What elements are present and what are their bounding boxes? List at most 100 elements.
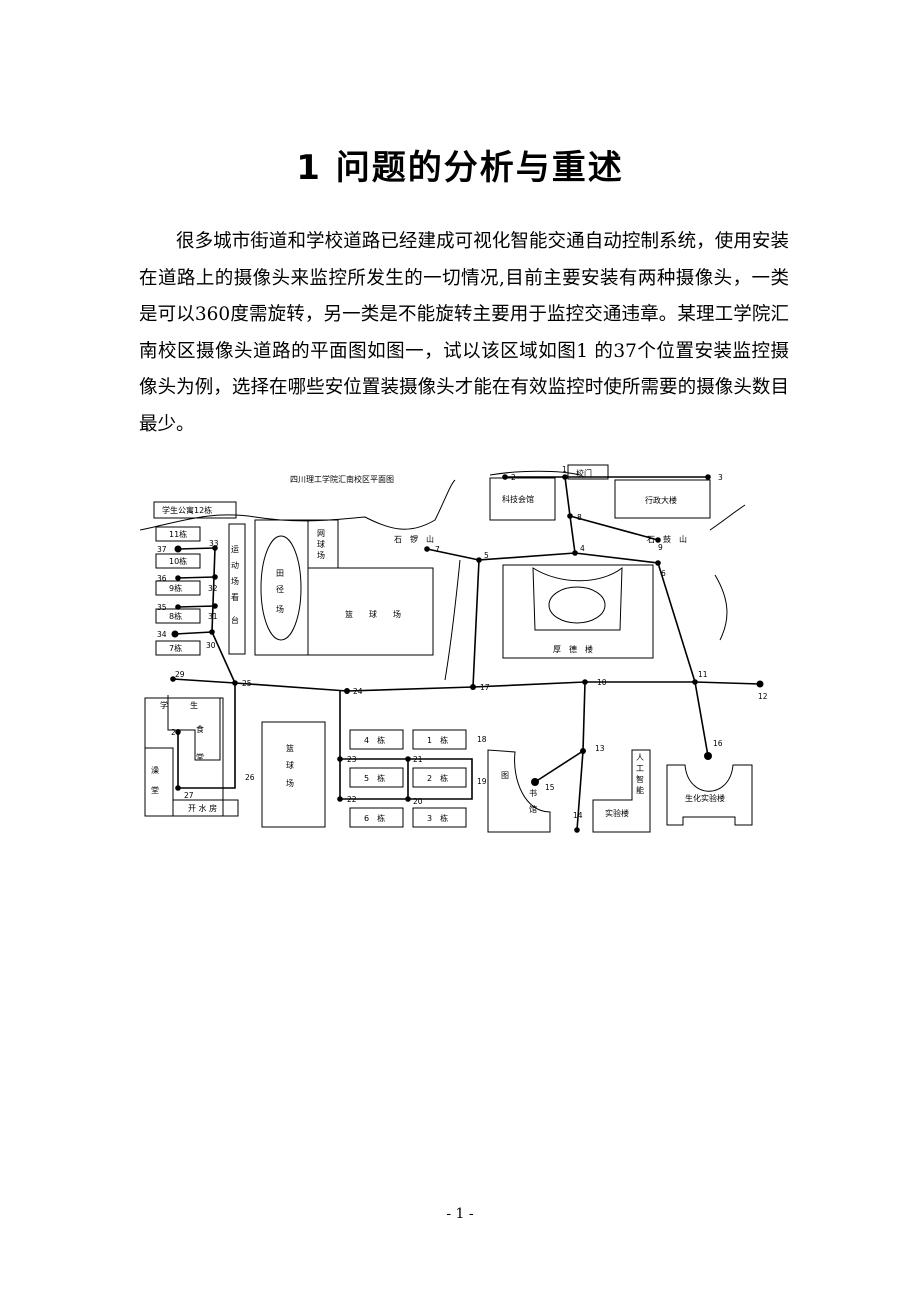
node-11-label: 11 <box>698 670 708 679</box>
node-33-label: 33 <box>209 539 219 548</box>
library-shape <box>487 749 551 833</box>
node-30-dot <box>209 629 215 635</box>
node-10-dot <box>582 679 588 685</box>
node-2-label: 2 <box>511 473 516 482</box>
node-9-dot <box>655 537 661 543</box>
node-26-label: 26 <box>245 773 255 782</box>
node-4-label: 4 <box>580 544 585 553</box>
node-14-label: 14 <box>573 811 583 820</box>
label-d9: 9栋 <box>169 583 182 593</box>
node-7-label: 7 <box>435 545 440 554</box>
node-31-label: 31 <box>208 612 218 621</box>
node-24-dot <box>344 688 350 694</box>
label-stand-0: 运 <box>231 545 239 554</box>
node-34-dot <box>171 630 179 638</box>
node-16-dot <box>704 752 712 760</box>
label-water: 开 水 房 <box>188 803 217 813</box>
node-34-label: 34 <box>157 630 167 639</box>
label-ai-1: 工 <box>636 764 644 773</box>
water-box <box>172 799 239 817</box>
node-17-label: 17 <box>480 683 490 692</box>
node-23-dot <box>337 756 343 762</box>
boundary-curve <box>709 504 746 531</box>
label-ai-2: 智 <box>636 774 644 784</box>
label-ai-3: 能 <box>636 785 644 795</box>
label-canteen-0: 学 <box>160 700 168 710</box>
label-lab: 实验楼 <box>605 808 629 818</box>
page-number: - 1 - <box>446 1206 474 1222</box>
label-canteen-3: 堂 <box>196 752 204 762</box>
label-b6: 6 栋 <box>364 813 385 823</box>
node-37-dot <box>174 545 182 553</box>
node-29-dot <box>170 676 176 682</box>
node-11-dot <box>692 679 698 685</box>
node-10-label: 10 <box>597 678 607 687</box>
science-box <box>489 477 556 521</box>
problem-paragraph: 很多城市街道和学校道路已经建成可视化智能交通自动控制系统，使用安装在道路上的摄像… <box>139 231 789 435</box>
node-31-dot <box>212 603 218 609</box>
label-gate: 校门 <box>576 468 592 478</box>
node-6-dot <box>655 560 661 566</box>
label-bball2-0: 篮 <box>286 743 294 753</box>
node-27-label: 27 <box>184 791 194 800</box>
boundary-curve <box>489 470 581 476</box>
node-33-dot <box>212 545 218 551</box>
stand-box <box>228 523 246 655</box>
node-28-dot <box>175 729 181 735</box>
label-shiluo: 石 锣 山 <box>394 534 434 544</box>
label-stand-4: 台 <box>231 615 239 625</box>
label-tennis-0: 网 <box>317 529 325 538</box>
node-14-dot <box>574 827 580 833</box>
boundary-curve <box>714 574 728 641</box>
node-36-dot <box>175 575 181 581</box>
node-32-label: 32 <box>208 584 218 593</box>
label-tennis-1: 球 <box>317 539 325 549</box>
node-30-label: 30 <box>206 641 216 650</box>
label-track-0: 田 <box>276 569 284 578</box>
node-1-dot <box>562 474 568 480</box>
map-title: 四川理工学院汇南校区平面图 <box>290 474 394 484</box>
dorm10-box <box>155 553 201 569</box>
label-library-1: 书 <box>529 788 537 798</box>
track-ellipse <box>260 535 302 641</box>
node-25-dot <box>232 680 238 686</box>
label-bball2-2: 场 <box>286 779 294 788</box>
dorm7-box <box>155 640 201 656</box>
node-1-label: 1 <box>562 465 567 474</box>
node-22-dot <box>337 796 343 802</box>
label-science: 科技会馆 <box>502 494 534 504</box>
label-b3: 3 栋 <box>427 813 448 823</box>
node-28-label: 28 <box>171 728 181 737</box>
node-27-dot <box>175 785 181 791</box>
label-canteen-2: 食 <box>196 724 204 734</box>
houde-shape <box>532 566 623 631</box>
node-18-label: 18 <box>477 735 487 744</box>
node-20-dot <box>405 796 411 802</box>
node-24-label: 24 <box>353 687 363 696</box>
dorm11-box <box>155 526 201 542</box>
dorm9-box <box>155 580 201 596</box>
node-3-dot <box>705 474 711 480</box>
node-21-dot <box>405 756 411 762</box>
ai-shape <box>592 749 651 833</box>
node-15-label: 15 <box>545 783 555 792</box>
node-8-label: 8 <box>577 513 582 522</box>
node-21-label: 21 <box>413 755 423 764</box>
label-track-1: 径 <box>276 584 284 594</box>
biochem-shape <box>666 764 753 826</box>
b6-box <box>349 807 404 828</box>
node-16-label: 16 <box>713 739 723 748</box>
label-tennis-2: 场 <box>317 551 325 560</box>
label-library-0: 图 <box>501 771 509 780</box>
label-b1: 1 栋 <box>427 735 448 745</box>
label-bath-1: 堂 <box>151 785 159 795</box>
node-36-label: 36 <box>157 574 167 583</box>
boundary-curve <box>140 479 456 531</box>
node-20-label: 20 <box>413 797 423 806</box>
node-12-label: 12 <box>758 692 768 701</box>
node-17-dot <box>470 684 476 690</box>
dorm12-box <box>153 501 237 519</box>
b4-box <box>349 729 404 750</box>
node-4-dot <box>572 550 578 556</box>
b3-box <box>412 807 467 828</box>
